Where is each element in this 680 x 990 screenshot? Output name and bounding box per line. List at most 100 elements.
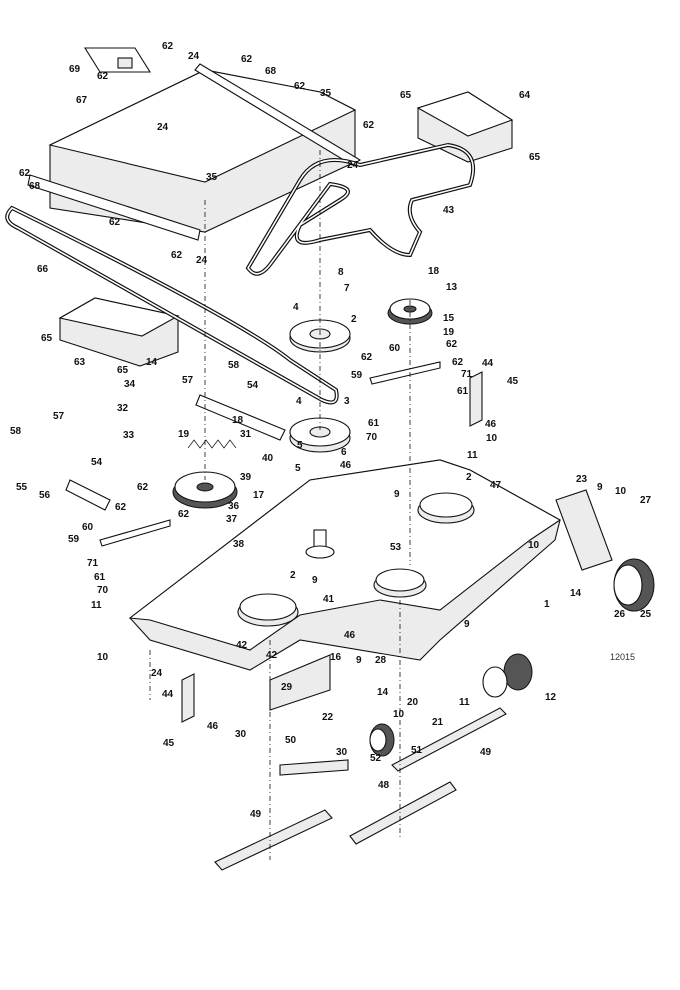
callout-10: 10 (393, 709, 405, 720)
mower-blade-48 (349, 781, 457, 845)
callout-57: 57 (182, 375, 194, 386)
callout-40: 40 (262, 453, 274, 464)
callout-14: 14 (570, 588, 582, 599)
callout-39: 39 (240, 472, 252, 483)
callout-17: 17 (253, 490, 265, 501)
callout-49: 49 (480, 747, 492, 758)
callout-65: 65 (41, 333, 53, 344)
spindle-shaft-53 (305, 529, 335, 559)
callout-52: 52 (370, 753, 382, 764)
spring-plate-44 (181, 371, 483, 723)
callout-61: 61 (457, 386, 469, 397)
callout-71: 71 (87, 558, 99, 569)
callout-42: 42 (266, 650, 278, 661)
callout-51: 51 (411, 745, 423, 756)
callout-4: 4 (296, 396, 302, 407)
callout-62: 62 (19, 168, 31, 179)
cover-bracket-68 (27, 63, 362, 241)
callout-35: 35 (206, 172, 218, 183)
callout-27: 27 (640, 495, 652, 506)
callout-15: 15 (443, 313, 455, 324)
belt-cover-63 (58, 297, 180, 367)
callout-37: 37 (226, 514, 238, 525)
drive-belt-43 (245, 142, 476, 276)
callout-25: 25 (640, 609, 652, 620)
idler-arm-54 (65, 394, 286, 511)
callout-43: 43 (443, 205, 455, 216)
callout-48: 48 (378, 780, 390, 791)
callout-45: 45 (507, 376, 519, 387)
callout-8: 8 (338, 267, 344, 278)
callout-61: 61 (368, 418, 380, 429)
callout-24: 24 (151, 668, 163, 679)
callout-62: 62 (294, 81, 306, 92)
callout-42: 42 (236, 640, 248, 651)
callout-5: 5 (297, 440, 303, 451)
callout-62: 62 (452, 357, 464, 368)
callout-70: 70 (366, 432, 378, 443)
callout-7: 7 (344, 283, 350, 294)
deck-belt-66 (5, 205, 339, 405)
callout-5: 5 (295, 463, 301, 474)
callout-54: 54 (91, 457, 103, 468)
wheel-bracket-23 (555, 489, 613, 571)
spindle-left (237, 593, 299, 627)
callout-9: 9 (356, 655, 362, 666)
callout-14: 14 (146, 357, 158, 368)
callout-70: 70 (97, 585, 109, 596)
callout-3: 3 (344, 396, 350, 407)
callout-63: 63 (74, 357, 86, 368)
callout-67: 67 (76, 95, 88, 106)
callout-62: 62 (241, 54, 253, 65)
callout-58: 58 (10, 426, 22, 437)
callout-14: 14 (377, 687, 389, 698)
callout-24: 24 (188, 51, 200, 62)
callout-9: 9 (597, 482, 603, 493)
callout-47: 47 (490, 480, 502, 491)
callout-16: 16 (330, 652, 342, 663)
callout-20: 20 (407, 697, 419, 708)
roller-12 (482, 653, 533, 698)
callout-62: 62 (137, 482, 149, 493)
callout-9: 9 (312, 575, 318, 586)
callout-44: 44 (482, 358, 494, 369)
callout-46: 46 (485, 419, 497, 430)
callout-59: 59 (68, 534, 80, 545)
callout-68: 68 (29, 181, 41, 192)
callout-55: 55 (16, 482, 28, 493)
callout-53: 53 (390, 542, 402, 553)
callout-2: 2 (351, 314, 357, 325)
callout-22: 22 (322, 712, 334, 723)
mower-blade-49-right (391, 707, 507, 772)
gauge-wheel-51 (369, 723, 395, 757)
callout-49: 49 (250, 809, 262, 820)
callout-19: 19 (178, 429, 190, 440)
callout-11: 11 (459, 697, 470, 708)
callout-38: 38 (233, 539, 245, 550)
callout-71: 71 (461, 369, 473, 380)
belt-cover-left (48, 69, 357, 233)
callout-23: 23 (576, 474, 588, 485)
callout-60: 60 (82, 522, 94, 533)
callout-10: 10 (486, 433, 498, 444)
callout-6: 6 (341, 447, 347, 458)
callout-18: 18 (428, 266, 440, 277)
callout-54: 54 (247, 380, 259, 391)
callout-56: 56 (39, 490, 51, 501)
callout-46: 46 (344, 630, 356, 641)
spindle-center (373, 568, 427, 598)
callout-10: 10 (528, 540, 540, 551)
callout-24: 24 (347, 160, 359, 171)
callout-24: 24 (196, 255, 208, 266)
callout-46: 46 (207, 721, 219, 732)
callout-46: 46 (340, 460, 352, 471)
callout-28: 28 (375, 655, 387, 666)
callout-18: 18 (232, 415, 244, 426)
callout-29: 29 (281, 682, 293, 693)
callout-60: 60 (389, 343, 401, 354)
callout-59: 59 (351, 370, 363, 381)
anti-scalp-wheel-25 (613, 558, 655, 612)
callout-21: 21 (432, 717, 444, 728)
callout-41: 41 (323, 594, 335, 605)
